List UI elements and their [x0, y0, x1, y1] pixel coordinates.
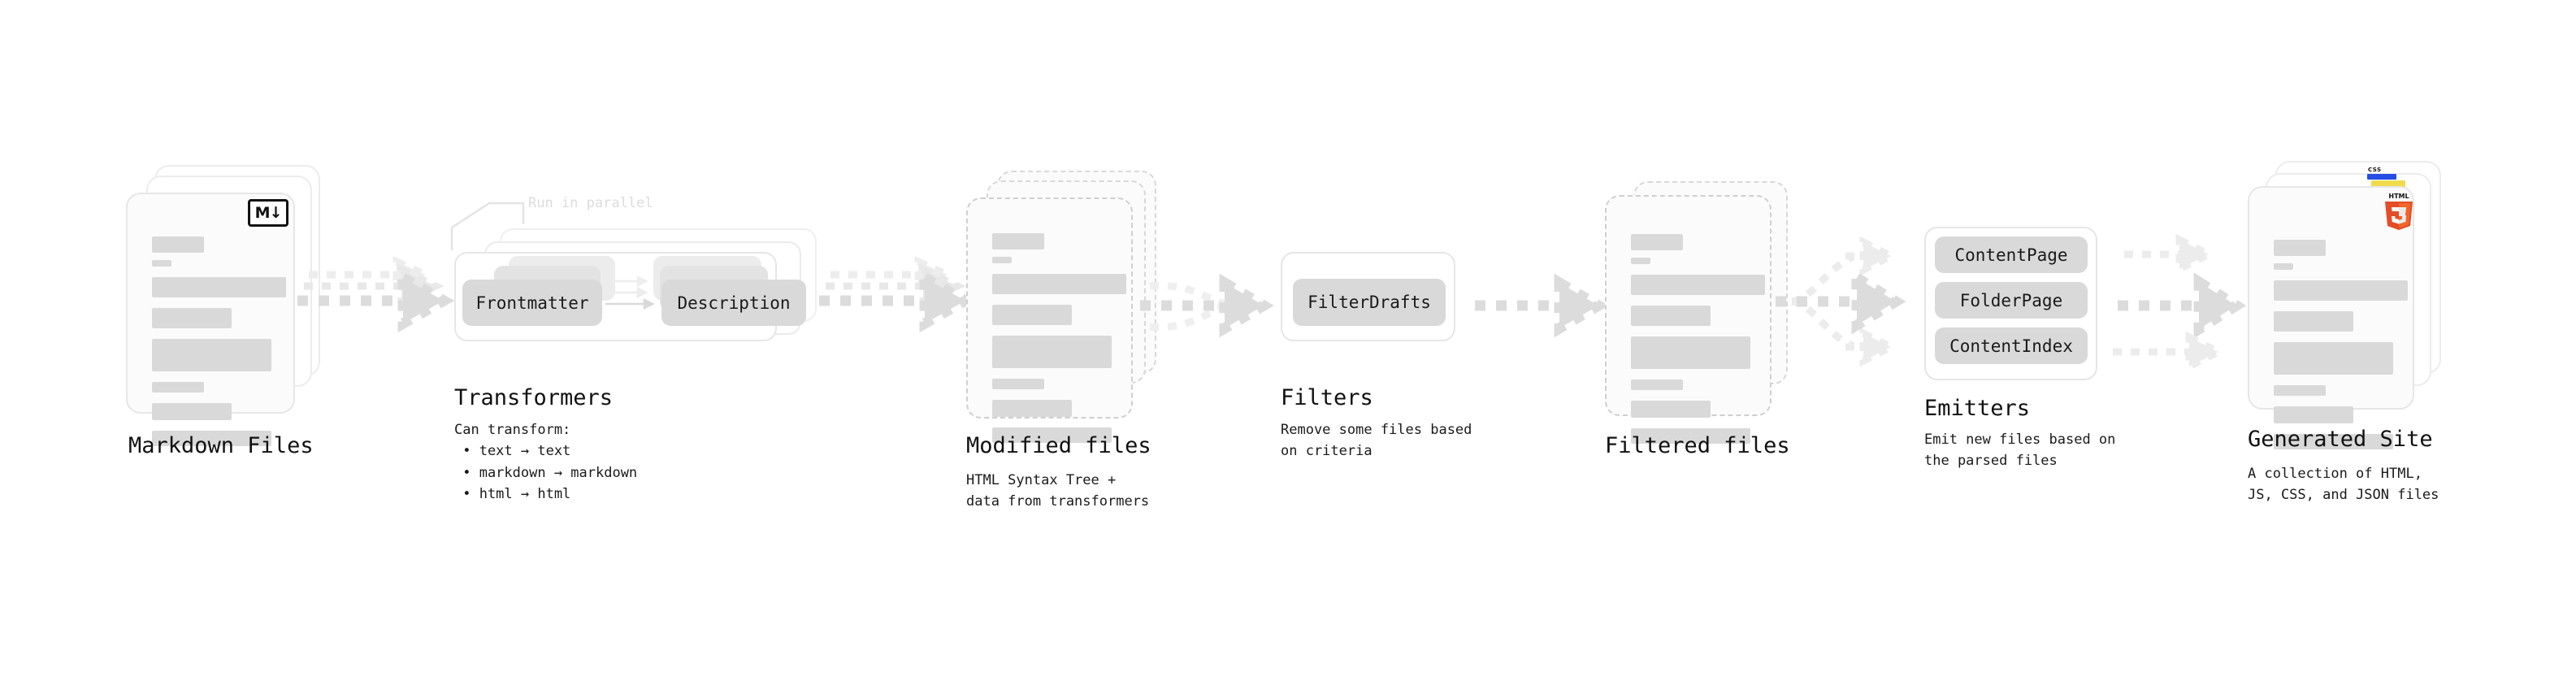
transformers-subtitle: Can transform: • text → text • markdown … — [454, 422, 638, 503]
skeleton-bar — [152, 260, 171, 267]
modified-files-subtitle: HTML Syntax Tree + data from transformer… — [966, 472, 1150, 510]
transformers-internal-arrows — [605, 275, 655, 310]
skeleton-bar — [2274, 406, 2353, 423]
markdown-card — [126, 193, 295, 446]
skeleton-bar — [992, 305, 1072, 325]
skeleton-bar — [1631, 380, 1683, 390]
skeleton-bar — [1631, 258, 1650, 264]
site-card — [2248, 186, 2414, 449]
skeleton-bar — [1631, 306, 1711, 326]
skeleton-bar — [992, 427, 1112, 443]
filtered-skeleton — [1631, 234, 1765, 454]
filters-subtitle: Remove some files based on criteria — [1281, 422, 1472, 460]
skeleton-bar — [992, 400, 1072, 417]
markdown-icon: M↓ — [248, 199, 288, 227]
transformer-chip-description[interactable]: Description — [661, 280, 806, 326]
filtered-card — [1605, 195, 1772, 444]
skeleton-bar — [992, 233, 1044, 249]
skeleton-bar — [152, 382, 204, 393]
filter-chip-filterdrafts[interactable]: FilterDrafts — [1293, 279, 1446, 326]
run-in-parallel-brace — [450, 202, 525, 250]
skeleton-bar — [152, 403, 232, 420]
skeleton-bar — [2274, 342, 2393, 375]
html5-icon: HTML — [2381, 191, 2417, 232]
skeleton-bar — [1631, 336, 1750, 369]
modified-files-title: Modified files — [966, 433, 1151, 458]
skeleton-bar — [1631, 234, 1683, 250]
skeleton-bar — [1631, 401, 1711, 418]
markdown-icon-text: M↓ — [254, 203, 283, 222]
skeleton-bar — [992, 274, 1126, 294]
generated-site-subtitle: A collection of HTML, JS, CSS, and JSON … — [2248, 466, 2439, 504]
skeleton-bar — [1631, 275, 1765, 295]
site-skeleton — [2274, 230, 2408, 460]
css-icon — [2367, 174, 2396, 180]
emitters-title: Emitters — [1924, 396, 2031, 421]
skeleton-bar — [2274, 434, 2393, 449]
emitter-chip-contentpage[interactable]: ContentPage — [1935, 236, 2088, 273]
css-label: CSS — [2368, 167, 2382, 173]
skeleton-bar — [992, 379, 1044, 389]
markdown-skeleton — [152, 236, 286, 457]
skeleton-bar — [2274, 263, 2293, 270]
transformers-title: Transformers — [454, 385, 614, 410]
generated-site-title: Generated Site — [2248, 427, 2433, 452]
emitter-chip-folderpage[interactable]: FolderPage — [1935, 282, 2088, 319]
modified-card — [966, 197, 1133, 443]
skeleton-bar — [992, 257, 1012, 263]
skeleton-bar — [1631, 428, 1750, 444]
connector-emitters-to-site — [2113, 233, 2247, 373]
skeleton-bar — [992, 336, 1112, 368]
skeleton-bar — [2274, 311, 2353, 332]
skeleton-bar — [2274, 385, 2326, 396]
emitter-chip-contentindex[interactable]: ContentIndex — [1935, 327, 2088, 364]
skeleton-bar — [152, 236, 204, 253]
svg-text:HTML: HTML — [2388, 193, 2409, 200]
run-in-parallel-label: Run in parallel — [528, 195, 653, 211]
markdown-files-title: Markdown Files — [128, 433, 314, 458]
filters-title: Filters — [1281, 385, 1373, 410]
connector-modified-to-filters — [1140, 273, 1274, 338]
skeleton-bar — [152, 339, 271, 371]
skeleton-bar — [2274, 240, 2326, 256]
connector-md-to-transformers — [297, 256, 455, 333]
skeleton-bar — [152, 277, 286, 297]
connector-transformers-to-modified — [819, 256, 977, 333]
modified-skeleton — [992, 233, 1126, 453]
skeleton-bar — [152, 308, 232, 328]
connector-filtered-to-emitters — [1776, 236, 1906, 367]
emitters-subtitle: Emit new files based on the parsed files — [1924, 432, 2116, 470]
connector-filters-to-filtered — [1475, 273, 1609, 338]
filtered-files-title: Filtered files — [1605, 433, 1790, 458]
skeleton-bar — [152, 431, 271, 446]
skeleton-bar — [2274, 280, 2408, 301]
transformer-chip-frontmatter[interactable]: Frontmatter — [462, 280, 602, 326]
